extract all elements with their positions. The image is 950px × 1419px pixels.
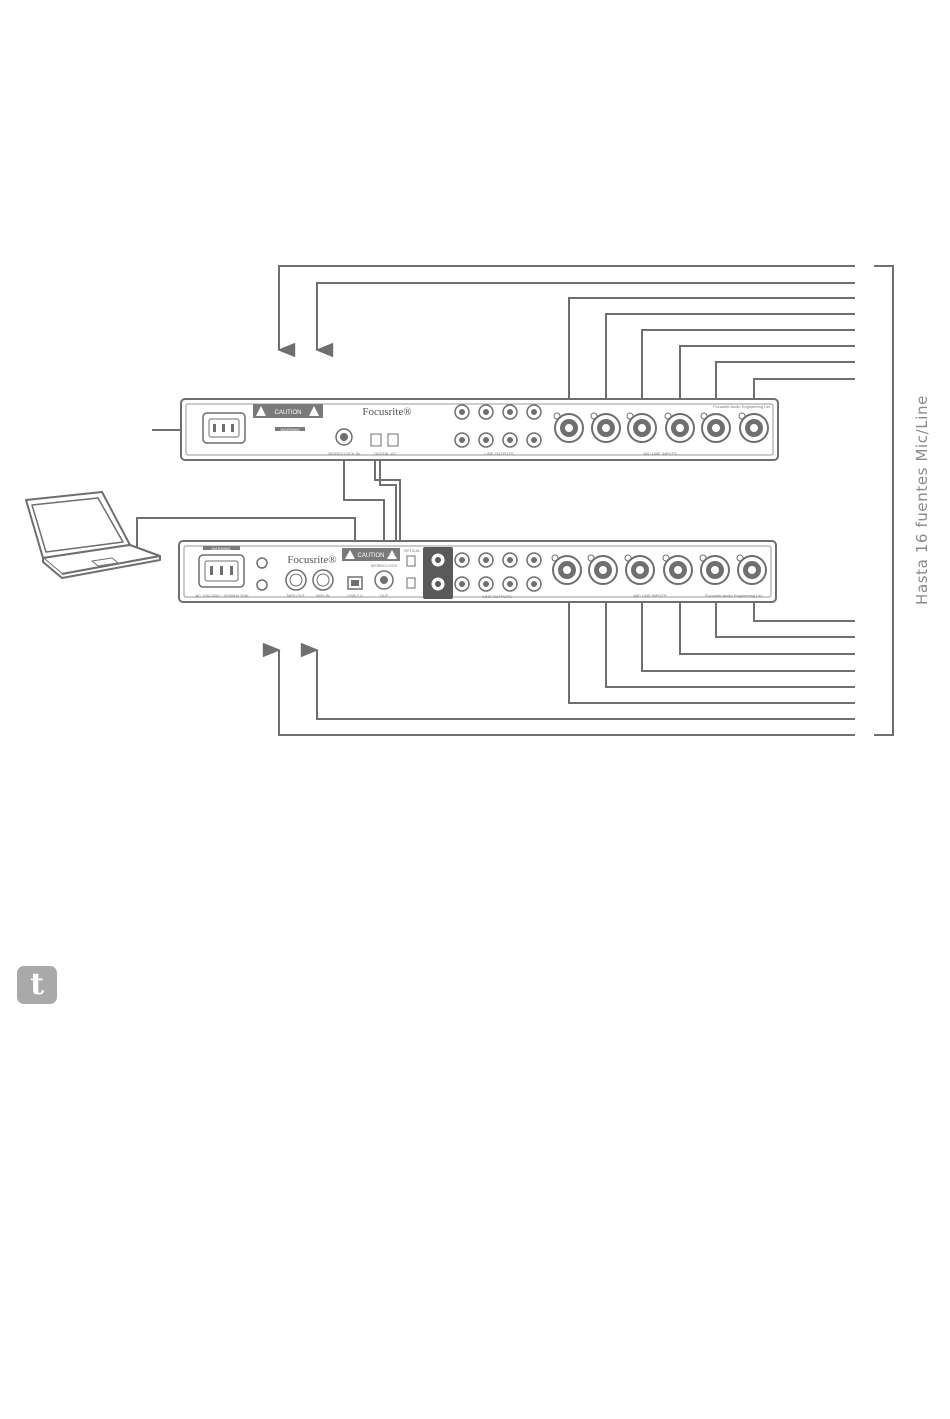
lower-line-outputs-label: LINE OUTPUTS	[482, 594, 511, 599]
lower-aux-jack-1	[256, 557, 268, 569]
lower-wordclock-connector: WORDCLOCK OUT	[371, 563, 398, 598]
lower-mic-inputs-label: MIC LINE INPUTS	[633, 593, 666, 598]
lower-brand-label: Focusrite®	[287, 554, 336, 566]
upper-brand-label: Focusrite®	[362, 406, 411, 418]
upper-line-outputs-label: LINE OUTPUTS	[484, 451, 513, 456]
lower-caution-label: CAUTION	[358, 553, 385, 559]
upper-interface-unit: CAUTION WARNING Focusrite® WORDCLOCK IN …	[180, 398, 779, 461]
upper-digital-label: DIGITAL I/O	[374, 451, 396, 456]
caution-plate: CAUTION WARNING	[253, 404, 323, 432]
lower-midi-ports: MIDI OUT MIDI IN	[285, 569, 334, 598]
upper-mic-inputs-label: MIC LINE INPUTS	[643, 451, 676, 456]
lower-wordclock-label: WORDCLOCK	[371, 563, 398, 568]
lower-aux-jack-2	[256, 579, 268, 591]
upper-wordclock-connector: WORDCLOCK IN	[328, 428, 360, 456]
sources-label: Hasta 16 fuentes Mic/Line	[913, 395, 931, 605]
upper-mic-line-inputs	[553, 412, 769, 443]
upper-digital-io: DIGITAL I/O	[370, 433, 399, 456]
upper-caution-label: CAUTION	[275, 410, 302, 416]
lower-line-outputs	[454, 552, 542, 592]
lower-power-socket	[198, 554, 245, 588]
lower-usb-label: USB 2.0	[348, 593, 364, 598]
lower-midi-out-label: MIDI OUT	[287, 593, 306, 598]
upper-wordclock-label: WORDCLOCK IN	[328, 451, 360, 456]
lower-interface-unit: WARNING AC 100-240V ~ 50/60Hz 30W Focusr…	[178, 540, 777, 603]
lower-power-label: AC 100-240V ~ 50/60Hz 30W	[196, 593, 249, 598]
lower-usb-port: USB 2.0	[347, 576, 364, 598]
lower-mic-line-inputs	[551, 554, 767, 585]
lower-input-cables	[262, 580, 855, 736]
upper-input-cables	[277, 265, 855, 420]
lower-warning-label: WARNING	[211, 546, 230, 551]
lower-midi-in-label: MIDI IN	[316, 593, 330, 598]
upper-maker-label: Focusrite Audio Engineering Ltd.	[713, 404, 771, 409]
lower-caution-plate: CAUTION	[342, 548, 400, 561]
laptop-icon	[25, 491, 161, 579]
lower-maker-label: Focusrite Audio Engineering Ltd.	[705, 593, 763, 598]
lower-optical-label: OPTICAL	[403, 548, 421, 553]
lower-out-label: OUT	[380, 593, 389, 598]
upper-warning-label: WARNING	[280, 427, 299, 432]
sources-bracket	[874, 265, 894, 736]
power-socket	[202, 412, 246, 444]
lower-optical-ports: OPTICAL	[403, 548, 421, 589]
tip-icon: t	[17, 966, 57, 1004]
upper-line-outputs	[454, 404, 542, 448]
